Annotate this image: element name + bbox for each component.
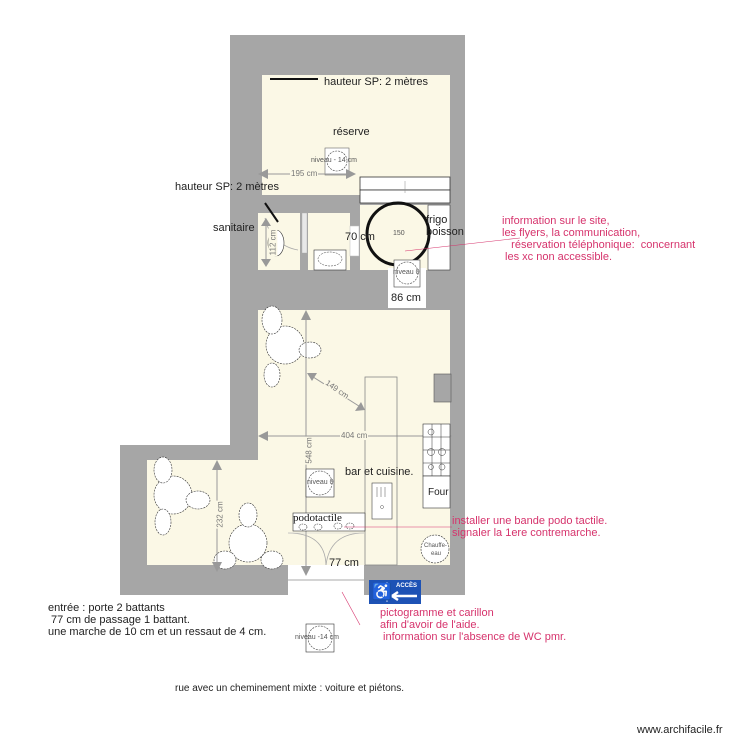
note-site-info: information sur le site, les flyers, la … (502, 215, 696, 263)
entry-width-77: 77 cm (329, 557, 359, 569)
room-label-reserve: réserve (333, 126, 370, 138)
level-reserve: niveau - 14 cm (311, 157, 357, 164)
level-street: niveau -14 cm (295, 634, 339, 641)
note-podotactile: installer une bande podo tactile. signal… (452, 515, 608, 539)
wheelchair-icon: ♿ (372, 584, 392, 601)
access-sign-label: ACCÈS (396, 583, 418, 589)
note-carillon: pictogramme et carillon afin d'avoir de … (380, 607, 567, 643)
four-label: Four (428, 487, 449, 498)
dim-195: 195 cm (290, 169, 319, 178)
door-width-70: 70 cm (345, 231, 375, 243)
podotactile-label: podotactile (293, 512, 342, 524)
sanitaire-height-note: hauteur SP: 2 mètres (175, 181, 279, 193)
reserve-height-note: hauteur SP: 2 mètres (324, 76, 428, 88)
watermark: www.archifacile.fr (637, 724, 723, 736)
level-passage: niveau 0 (393, 269, 420, 276)
dim-112: 112 cm (268, 228, 278, 257)
boisson-label: boisson (426, 226, 464, 238)
note-rue: rue avec un cheminement mixte : voiture … (175, 683, 405, 694)
dim-232: 232 cm (215, 500, 225, 529)
door-width-86: 86 cm (391, 292, 421, 304)
dim-548: 548 cm (304, 436, 314, 465)
chauffe-eau-label-2: eau (431, 551, 442, 557)
frigo-label: frigo (426, 214, 448, 226)
room-label-sanitaire: sanitaire (213, 222, 255, 234)
dim-404: 404 cm (340, 431, 369, 440)
level-salle: niveau 0 (307, 479, 334, 486)
chauffe-eau-label-1: Chauffe- (424, 543, 447, 549)
room-label-bar-cuisine: bar et cuisine. (345, 466, 414, 478)
turning-circle-label: 150 (393, 230, 405, 237)
note-entree: entrée : porte 2 battants 77 cm de passa… (48, 602, 267, 638)
